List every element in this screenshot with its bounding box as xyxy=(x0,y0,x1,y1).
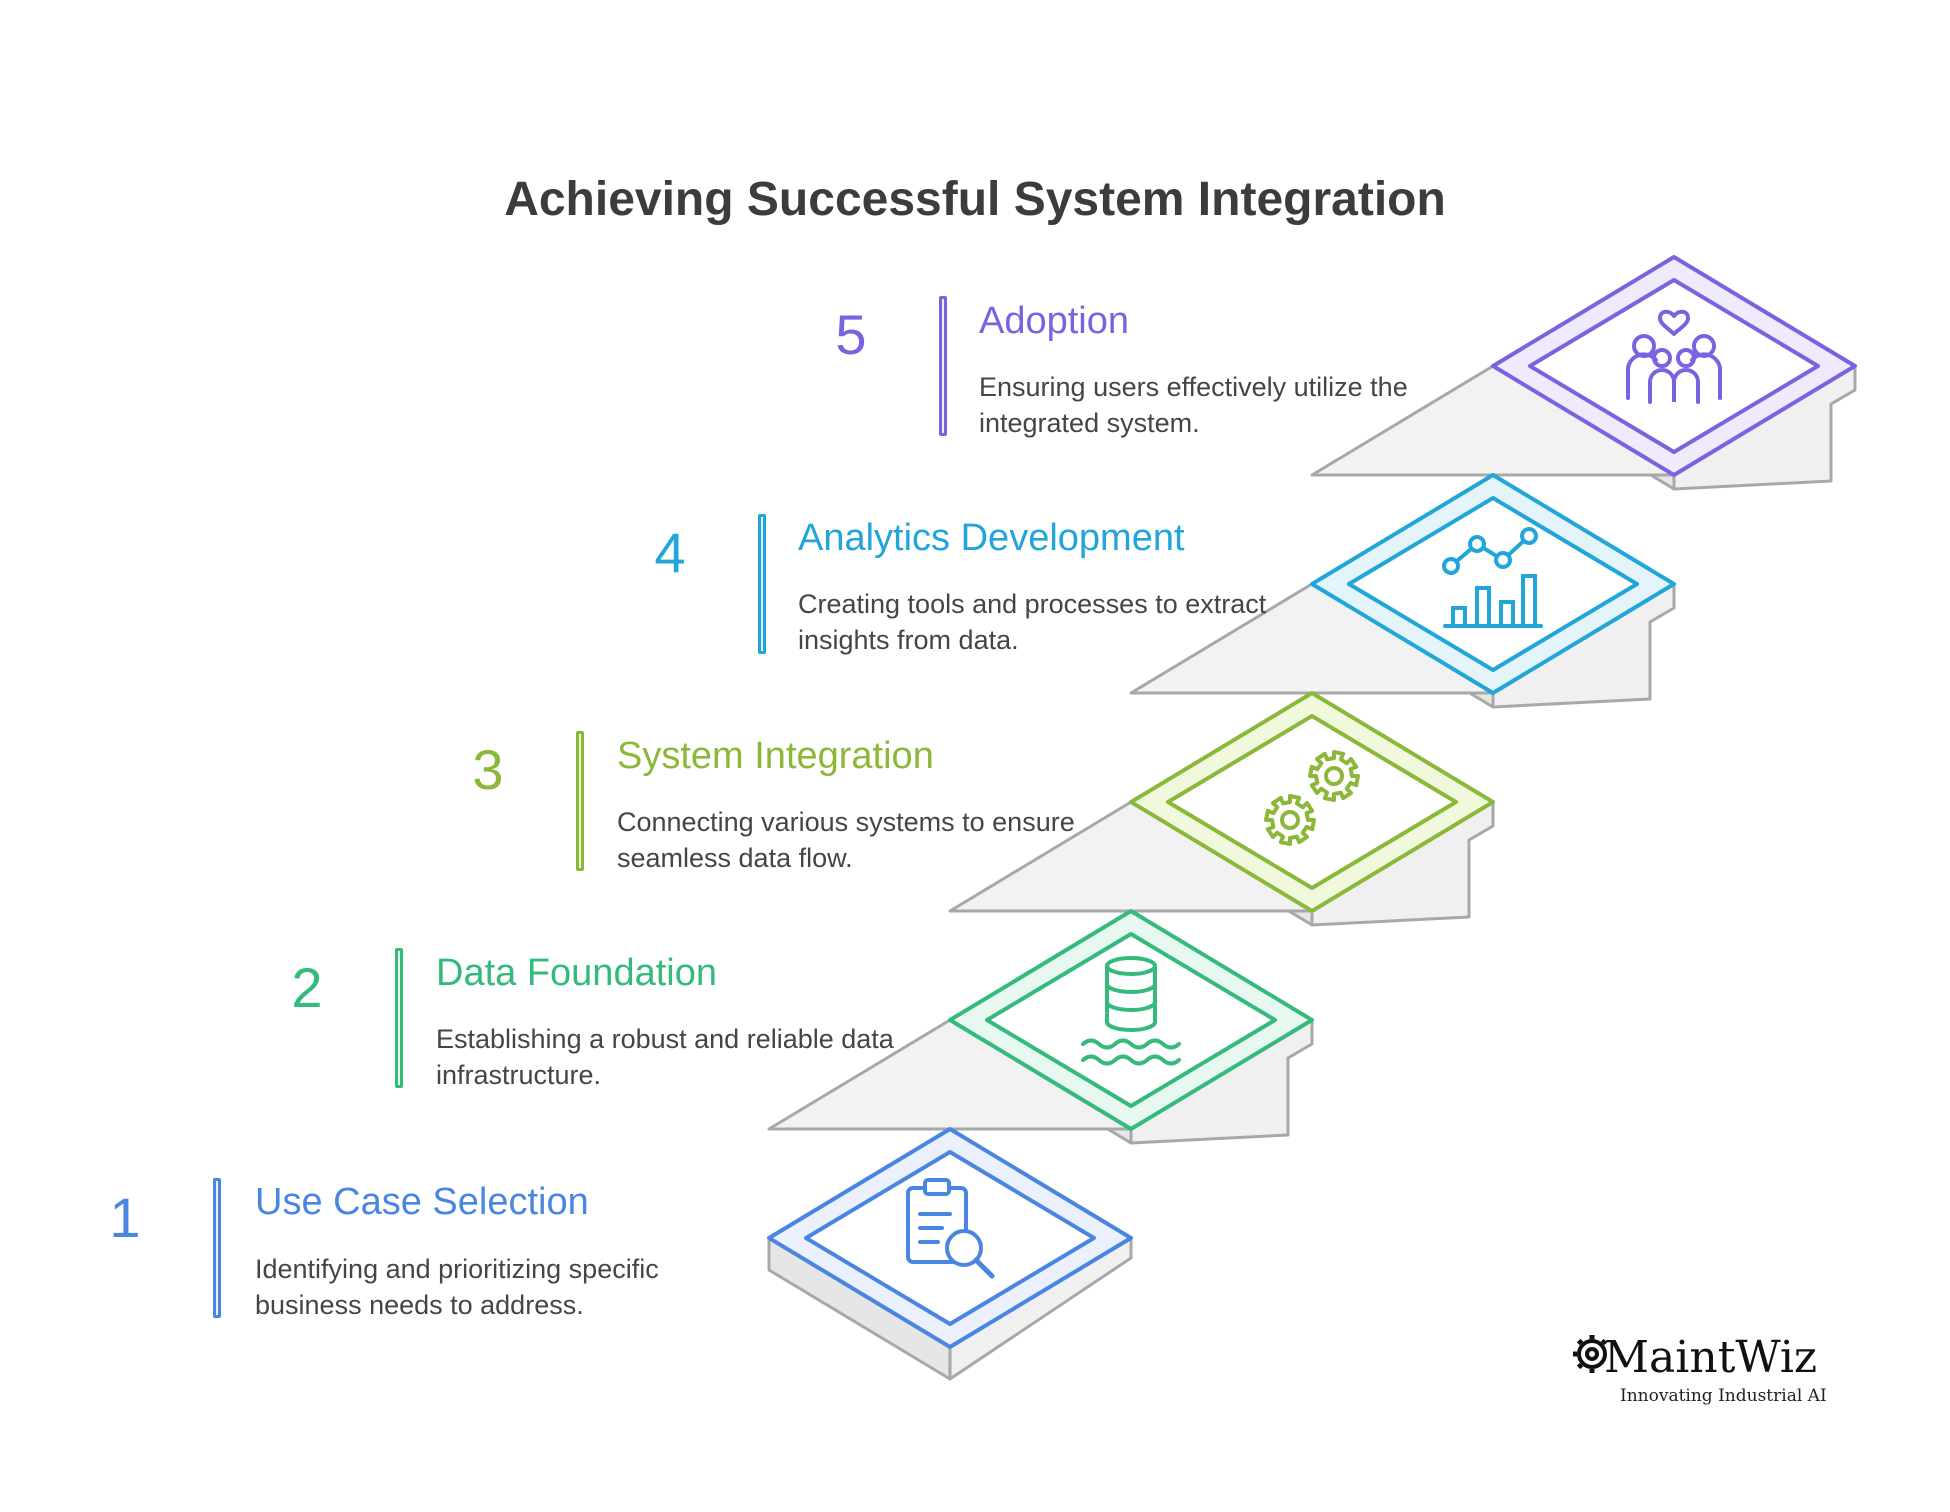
gears-icon xyxy=(1264,750,1360,846)
logo-tagline: Innovating Industrial AI xyxy=(1620,1386,1827,1406)
step-2-description: Establishing a robust and reliable data … xyxy=(436,1024,894,1090)
step-4-top xyxy=(1310,473,1676,695)
gear-logo-icon xyxy=(1573,1335,1608,1373)
stair-risers xyxy=(767,364,1676,1131)
step-4-number: 4 xyxy=(654,521,686,584)
step-5-top xyxy=(1491,255,1857,477)
step-2-top-inner xyxy=(985,932,1277,1108)
step-3-top xyxy=(1129,691,1495,913)
step-1-title: Use Case Selection xyxy=(255,1181,589,1223)
step-3-title: System Integration xyxy=(617,735,934,777)
family-heart-icon xyxy=(1626,309,1722,404)
analytics-chart-icon xyxy=(1442,527,1543,628)
step-2-top xyxy=(948,909,1314,1131)
page-title: Achieving Successful System Integration xyxy=(504,173,1446,227)
step-4-top-inner xyxy=(1347,496,1639,672)
step-1-bar xyxy=(213,1178,221,1318)
step-5-top-inner xyxy=(1528,278,1820,454)
maintwiz-logo: MaintWiz Innovating Industrial AI xyxy=(1570,1320,1850,1420)
database-lake-icon xyxy=(1081,956,1181,1066)
step-5-number: 5 xyxy=(835,303,867,366)
step-3-bar xyxy=(576,731,584,871)
step-2-number: 2 xyxy=(291,956,323,1019)
clipboard-search-icon xyxy=(906,1178,995,1279)
step-5-bar xyxy=(939,296,947,436)
step-3-number: 3 xyxy=(472,738,504,801)
step-3-description: Connecting various systems to ensure sea… xyxy=(617,807,1075,873)
step-5-description: Ensuring users effectively utilize the i… xyxy=(979,372,1408,438)
step-4-bar xyxy=(758,514,766,654)
step-2-title: Data Foundation xyxy=(436,952,717,994)
logo-name: MaintWiz xyxy=(1604,1332,1818,1383)
step-3-top-inner xyxy=(1166,714,1458,890)
step-4-title: Analytics Development xyxy=(798,517,1185,559)
step-1-number: 1 xyxy=(109,1186,141,1249)
step-1-description: Identifying and prioritizing specific bu… xyxy=(255,1254,659,1320)
step-2-bar xyxy=(395,948,403,1088)
step-4-description: Creating tools and processes to extract … xyxy=(798,589,1267,655)
step-5-title: Adoption xyxy=(979,300,1130,342)
step-icons xyxy=(906,309,1722,1279)
